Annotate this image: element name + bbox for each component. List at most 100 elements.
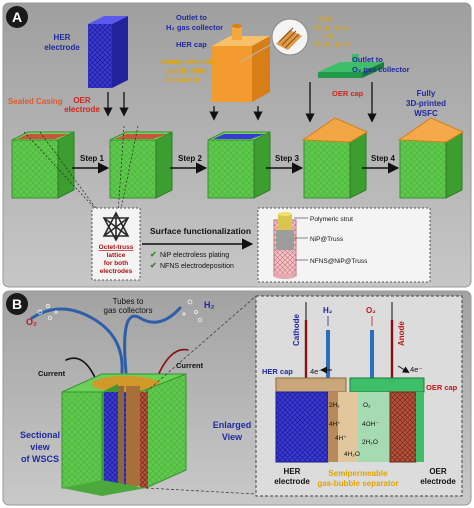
oer-cap-label: OER cap [332, 89, 364, 98]
reaction-right-3: 2H₂O [362, 439, 378, 446]
current-right-label: Current [176, 361, 204, 370]
reaction-left-1: 2H₂ [329, 402, 340, 409]
her-electrode-label-1: HER [54, 33, 71, 42]
oer-chamber [358, 392, 390, 462]
assembly-arrows [103, 82, 377, 123]
sealed-casing-label: Sealed Casing [8, 97, 63, 106]
tubes-label-2: gas collectors [104, 306, 153, 315]
panel-a: A HER electrode Outlet to H₂ gas collect… [2, 2, 472, 288]
center-water-label: 4H₂O [344, 451, 360, 458]
her-electrode-tower [88, 16, 128, 88]
inset-tubes [326, 330, 374, 380]
separator-strip-left [328, 392, 338, 462]
strut-label-polymeric: Polymeric strut [310, 216, 353, 223]
step-4-label: Step 4 [371, 154, 396, 163]
electron-left-label: 4e⁻ [310, 367, 322, 376]
check-2-icon: ✔ [150, 261, 157, 270]
enlarged-label-1: Enlarged [213, 420, 252, 430]
step-3-label: Step 3 [275, 154, 300, 163]
oer-electrode-shape [389, 391, 417, 463]
her-electrode-inset-label-2: electrode [274, 477, 310, 486]
check-1-icon: ✔ [150, 250, 157, 259]
tubes-label-1: Tubes to [113, 297, 144, 306]
sectional-cell [61, 373, 187, 496]
octet-truss-icon [102, 211, 130, 242]
assembly-box-4 [301, 117, 369, 199]
reaction-left-3: 4H⁺ [335, 435, 347, 442]
check-item-1: NiP electroless plating [160, 252, 229, 259]
lattice-label-4: electrodes [100, 268, 133, 275]
panel-a-badge [6, 6, 28, 28]
o2-inset-label: O₂ [366, 306, 376, 315]
separator-inset-label-2: gas-bubble separator [317, 479, 398, 488]
h2-label: H₂ [204, 300, 215, 310]
electron-right-arrow [397, 365, 410, 374]
oer-cap-inset-label: OER cap [426, 383, 458, 392]
her-electrode-shape [275, 391, 329, 463]
panel-b-badge [6, 293, 28, 315]
strut-label-nip: NiP@Truss [310, 236, 344, 243]
separator-label-1: Semipermeable [160, 57, 215, 66]
pores-label: 300 μm pores [314, 42, 351, 48]
oer-cap-shape [349, 377, 425, 393]
step-1-label: Step 1 [80, 154, 105, 163]
her-cap-shape [275, 377, 347, 393]
reaction-right-1: O₂ [363, 402, 371, 409]
lattice-label-2: lattice [107, 252, 126, 259]
assembly-box-3 [207, 131, 271, 199]
assembly-box-5 [397, 117, 465, 199]
step-2-label: Step 2 [178, 154, 203, 163]
panel-a-letter: A [12, 9, 22, 25]
her-cap-block [212, 24, 270, 102]
enlarged-label-2: View [222, 432, 243, 442]
sectional-label-2: view [30, 442, 51, 452]
strut-label-nfns: NFNS@NiP@Truss [310, 258, 368, 265]
panel-b: B O₂ H₂ Tubes to gas collectors Current … [2, 290, 472, 506]
oer-electrode-label-1: OER [73, 96, 91, 105]
fully-printed-label-1: Fully [417, 89, 436, 98]
fully-printed-label-2: 3D-printed [406, 99, 446, 108]
o2-label: O₂ [26, 317, 37, 327]
current-left-label: Current [38, 369, 66, 378]
oer-electrode-label-2: electrode [64, 105, 100, 114]
sectional-label-1: Sectional [20, 430, 60, 440]
outlet-o2-label-2: O₂ gas collector [352, 65, 410, 74]
strut-cylinder [273, 212, 297, 279]
zoom-leaders [145, 295, 257, 495]
gas-bubbles [37, 299, 203, 323]
oer-cap-tray [318, 54, 384, 78]
surface-functionalization-title: Surface functionalization [150, 226, 251, 236]
oer-electrode-inset-label-2: electrode [420, 477, 456, 486]
assembly-boxes [11, 117, 465, 199]
sectional-label-3: of WSCS [21, 454, 59, 464]
her-cap-inset-label: HER cap [262, 367, 293, 376]
strut-leaders [294, 217, 308, 261]
oer-casing-strip [416, 392, 424, 462]
outlet-h2-label-1: Outlet to [176, 13, 207, 22]
reaction-right-2: 4OH⁻ [362, 421, 379, 428]
electron-right-label: 4e⁻ [410, 365, 422, 374]
solid-label: Solid [318, 17, 331, 23]
assembly-box-1 [11, 131, 75, 199]
her-cap-label: HER cap [176, 40, 207, 49]
cathode-label: Cathode [292, 313, 301, 346]
oer-electrode-inset-label-1: OER [429, 467, 447, 476]
anode-label: Anode [397, 321, 406, 346]
reaction-left-2: 4H⁺ [329, 421, 341, 428]
separator-label-2: gas-bubble [166, 66, 206, 75]
her-electrode-label-2: electrode [44, 43, 80, 52]
outlet-o2-label-1: Outlet to [352, 55, 383, 64]
separator-inset-label-1: Semipermeable [328, 469, 388, 478]
assembly-box-2 [109, 131, 173, 199]
her-electrode-inset-label-1: HER [284, 467, 301, 476]
fully-printed-label-3: WSFC [414, 109, 438, 118]
inset-wires [304, 320, 394, 380]
lattice-label-1: Octet-truss [99, 244, 134, 251]
separator-label-3: separator [166, 75, 200, 84]
mesh-label: 300 μm mesh [314, 26, 350, 32]
outlet-h2-label-2: H₂ gas collector [166, 23, 223, 32]
and-label: and [323, 34, 333, 40]
lattice-label-3: for both [104, 260, 129, 267]
